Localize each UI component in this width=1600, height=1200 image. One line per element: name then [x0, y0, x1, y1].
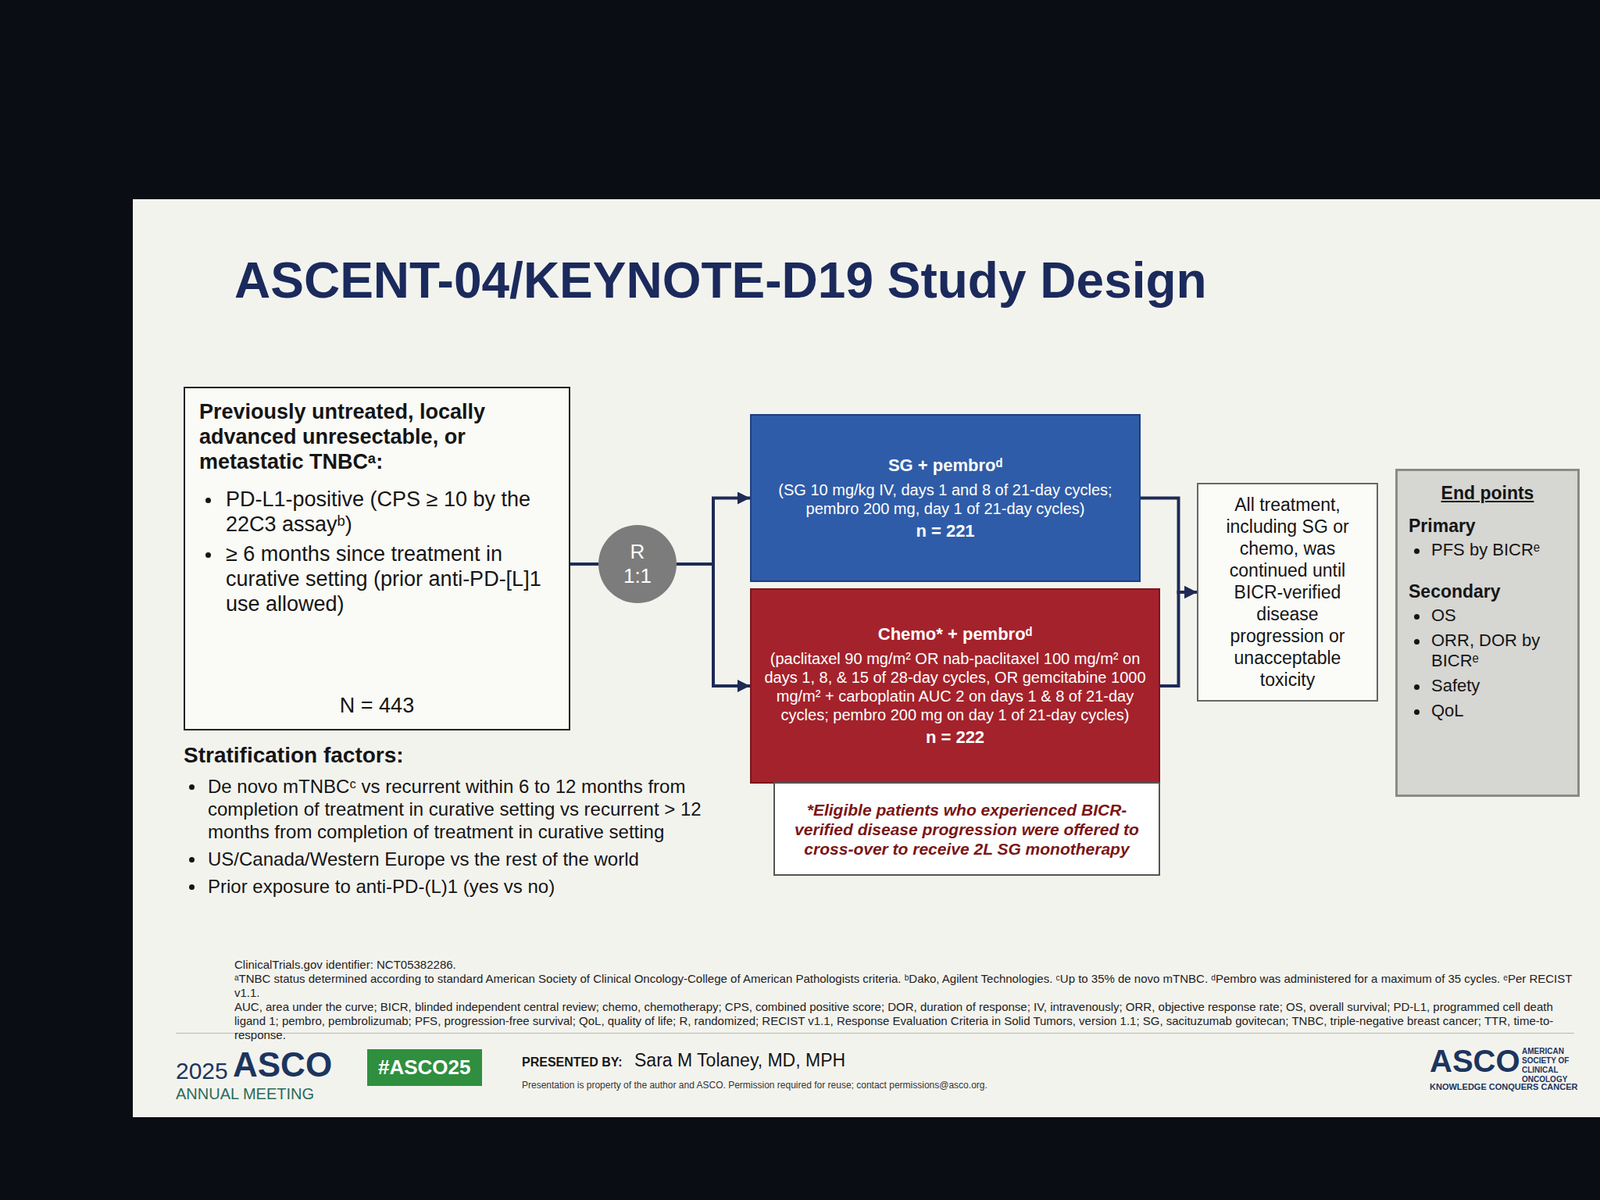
bullet-row: ≥ 6 months since treatment in curative s… [199, 541, 555, 617]
presenter-label: PRESENTED BY: [521, 1054, 623, 1070]
node-text: n = 222 [764, 727, 1147, 748]
bullet-dot [1414, 614, 1420, 620]
meeting-logo: ASCO [232, 1043, 333, 1086]
node-text: All treatment, including SG or chemo, wa… [1207, 493, 1368, 691]
bullet-row: OS [1408, 605, 1567, 626]
title-holder: ASCENT-04/KEYNOTE-D19 Study Design [234, 251, 1208, 310]
label-holder: PRESENTED BY: [521, 1054, 623, 1070]
bullet-row: PFS by BICRᵉ [1408, 539, 1567, 561]
node-text: N = 443 [199, 692, 555, 718]
label-holder: ASCO [232, 1043, 333, 1086]
label-holder: KNOWLEDGE CONQUERS CANCER [1429, 1082, 1578, 1093]
stratification-item: US/Canada/Western Europe vs the rest of … [207, 847, 758, 871]
sg-arm-box: SG + pembroᵈ (SG 10 mg/kg IV, days 1 and … [750, 414, 1141, 583]
meeting-year: 2025 [175, 1057, 229, 1086]
label-holder: #ASCO25 [367, 1049, 483, 1086]
bullet-row: PD-L1-positive (CPS ≥ 10 by the 22C3 ass… [199, 486, 555, 537]
stratification-block: Stratification factors: De novo mTNBCᶜ vs… [183, 742, 758, 898]
bullet-dot [205, 497, 211, 504]
node-text: n = 221 [764, 521, 1127, 542]
stratification-item: De novo mTNBCᶜ vs recurrent within 6 to … [207, 775, 758, 843]
copyright-note: Presentation is property of the author a… [521, 1079, 988, 1091]
crossover-note-box: *Eligible patients who experienced BICR-… [773, 782, 1161, 876]
node-text: PFS by BICRᵉ [1431, 539, 1567, 561]
meeting-subtitle: ANNUAL MEETING [175, 1084, 315, 1104]
society-tagline: KNOWLEDGE CONQUERS CANCER [1429, 1082, 1578, 1093]
bullet-dot [189, 884, 195, 890]
hashtag-badge: #ASCO25 [367, 1049, 483, 1086]
endpoints-box: End pointsPrimaryPFS by BICRᵉSecondaryOS… [1395, 468, 1580, 797]
bullet-dot [1414, 684, 1420, 690]
label-holder: Presentation is property of the author a… [521, 1079, 988, 1091]
label-holder: AMERICAN SOCIETY OF CLINICAL ONCOLOGY [1521, 1046, 1594, 1085]
flow-connector [1160, 592, 1197, 686]
node-text: SG + pembroᵈ [764, 455, 1127, 476]
bullet-row: De novo mTNBCᶜ vs recurrent within 6 to … [183, 775, 758, 843]
footnote: ᵃTNBC status determined according to sta… [234, 971, 1579, 1000]
node-text: Chemo* + pembroᵈ [764, 624, 1147, 645]
node-text: *Eligible patients who experienced BICR-… [785, 800, 1148, 859]
node-text: End points [1408, 482, 1567, 504]
bullet-dot [205, 552, 211, 558]
flow-connector [676, 564, 750, 686]
footnote: AUC, area under the curve; BICR, blinded… [234, 1000, 1579, 1043]
bullet-row: QoL [1408, 700, 1567, 722]
stratification-item: Prior exposure to anti-PD-(L)1 (yes vs n… [207, 875, 758, 898]
node-text: ≥ 6 months since treatment in curative s… [225, 541, 555, 617]
label-holder: ASCO [1429, 1042, 1521, 1080]
society-name: AMERICAN SOCIETY OF CLINICAL ONCOLOGY [1521, 1046, 1594, 1085]
bullet-row: Prior exposure to anti-PD-(L)1 (yes vs n… [183, 875, 758, 898]
bullet-dot [189, 784, 195, 790]
label-holder: Sara M Tolaney, MD, MPH [634, 1049, 846, 1072]
bullet-row: Safety [1408, 675, 1567, 697]
bullet-dot [1414, 639, 1420, 645]
bullet-dot [1414, 709, 1420, 715]
slide-title: ASCENT-04/KEYNOTE-D19 Study Design [234, 251, 1208, 310]
footer-divider [175, 1032, 1575, 1034]
presenter-name: Sara M Tolaney, MD, MPH [634, 1049, 846, 1072]
bullet-row: ORR, DOR by BICRᵉ [1408, 630, 1567, 672]
node-text: Primary [1408, 514, 1567, 537]
society-logo: ASCO [1429, 1042, 1521, 1080]
label-holder: 2025 [175, 1057, 229, 1086]
bullet-dot [189, 857, 195, 863]
node-text: (paclitaxel 90 mg/m² OR nab-paclitaxel 1… [764, 649, 1147, 725]
label-holder: ANNUAL MEETING [175, 1084, 315, 1104]
flow-connector [570, 562, 599, 566]
bullet-dot [1414, 548, 1420, 554]
chemo-arm-box: Chemo* + pembroᵈ (paclitaxel 90 mg/m² OR … [750, 588, 1161, 784]
node-text: PD-L1-positive (CPS ≥ 10 by the 22C3 ass… [225, 486, 555, 537]
flow-connector [676, 498, 750, 565]
footnote: ClinicalTrials.gov identifier: NCT053822… [234, 957, 1579, 972]
node-text: ORR, DOR by BICRᵉ [1431, 630, 1567, 672]
node-text: OS [1431, 605, 1567, 626]
node-text: (SG 10 mg/kg IV, days 1 and 8 of 21-day … [764, 480, 1127, 518]
treatment-duration-box: All treatment, including SG or chemo, wa… [1196, 482, 1379, 702]
flow-connector [1140, 498, 1197, 593]
bullet-row: US/Canada/Western Europe vs the rest of … [183, 847, 758, 871]
section-heading: Stratification factors: [183, 742, 758, 769]
population-box: Previously untreated, locally advanced u… [183, 386, 571, 731]
node-text: QoL [1431, 700, 1567, 722]
node-text: Safety [1431, 675, 1567, 697]
footnote-block: ClinicalTrials.gov identifier: NCT053822… [234, 957, 1579, 1043]
node-text: R 1:1 [619, 539, 656, 589]
randomization-circle: R 1:1 [598, 525, 677, 604]
node-text: Previously untreated, locally advanced u… [199, 399, 555, 475]
node-text: Secondary [1408, 580, 1567, 603]
